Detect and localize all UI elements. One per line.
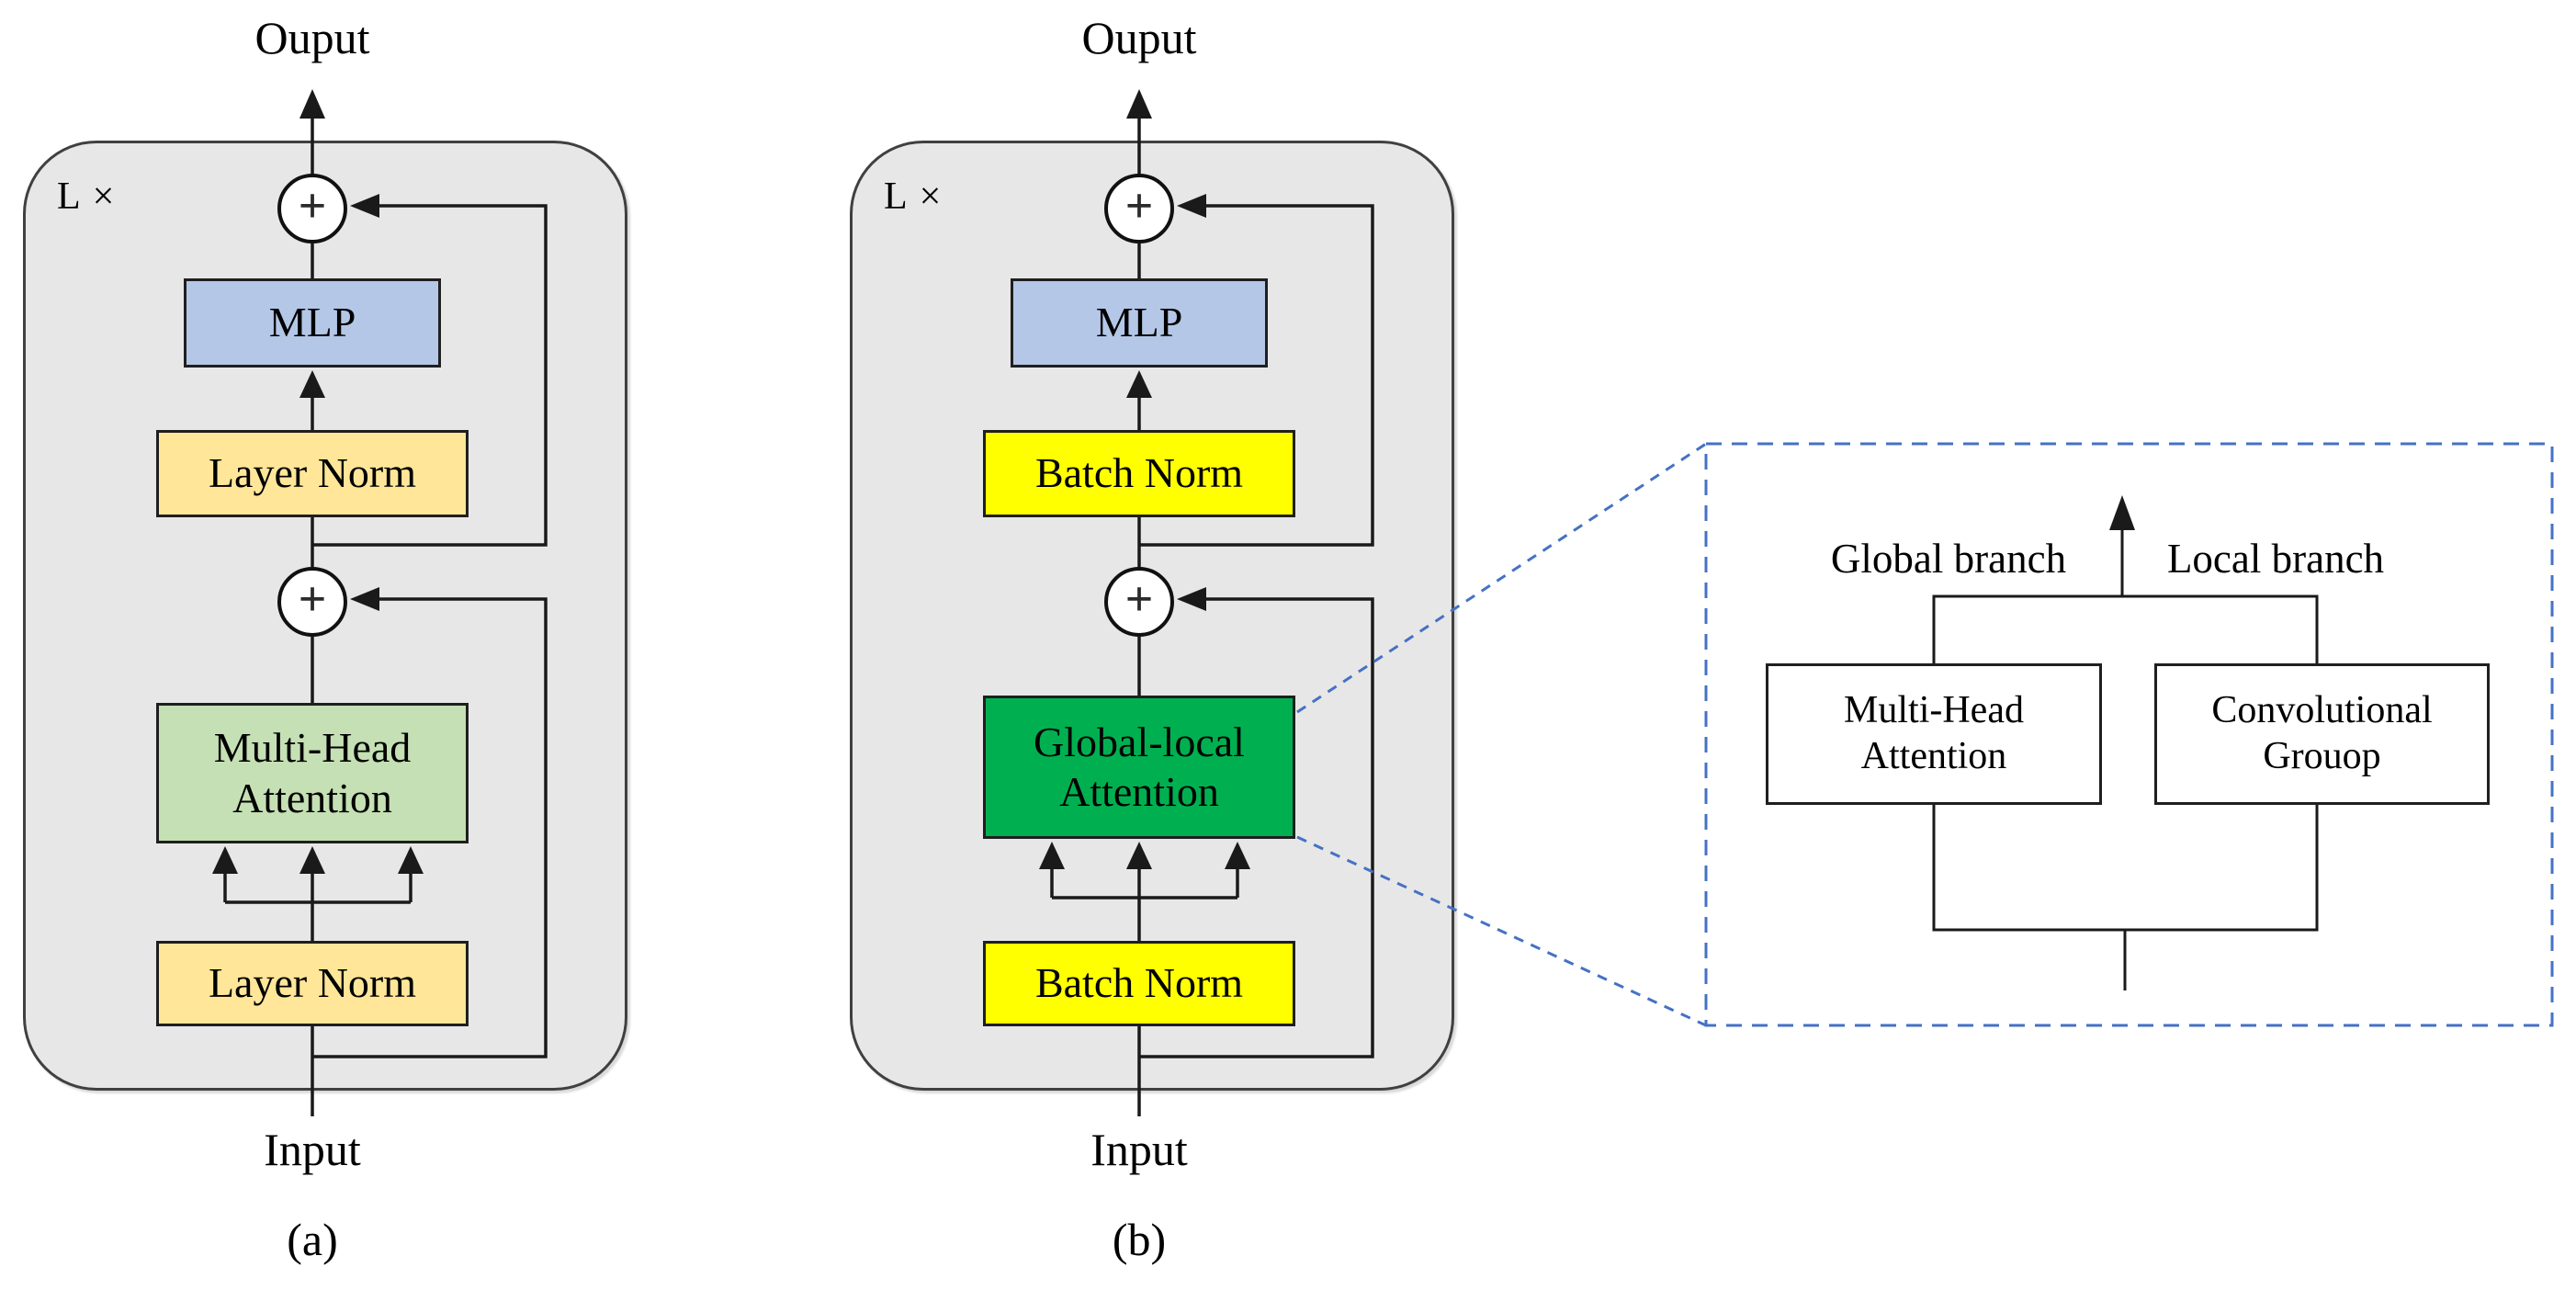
- repeat-count-label-b: L ×: [884, 175, 943, 218]
- residual-lower-b: [1139, 597, 1374, 1058]
- callout-line-bottom: [1296, 835, 1707, 1027]
- arrow-left-add2-a-icon: [350, 587, 379, 611]
- add-node-bottom-a: +: [277, 567, 347, 637]
- panel-caption-b: (b): [1112, 1214, 1167, 1265]
- arrow-left-add1-b-icon: [1177, 194, 1206, 218]
- residual-upper-b: [1139, 204, 1374, 547]
- arrow-up-output-b-icon: [1126, 89, 1152, 119]
- batch-norm-top-block-b: Batch Norm: [983, 430, 1295, 517]
- mlp-block-a: MLP: [184, 278, 441, 368]
- layer-norm-top-block-a: Layer Norm: [156, 430, 469, 517]
- add-node-top-a: +: [277, 174, 347, 243]
- detail-multi-head-attention-box: Multi-Head Attention: [1766, 663, 2102, 805]
- add-node-bottom-b: +: [1104, 567, 1174, 637]
- detail-bottom-connector: [1932, 805, 2319, 932]
- output-label-a: Ouput: [254, 12, 370, 63]
- detail-top-connector: [1932, 594, 2319, 664]
- layer-norm-bottom-block-a: Layer Norm: [156, 941, 469, 1026]
- arrow-up-mlp-b-icon: [1126, 370, 1152, 398]
- qkv-stems-a: [223, 874, 412, 902]
- output-label-b: Ouput: [1081, 12, 1197, 63]
- detail-convolutional-group-box: Convolutional Grouop: [2154, 663, 2490, 805]
- batch-norm-bottom-block-b: Batch Norm: [983, 941, 1295, 1026]
- arrow-up-mlp-a-icon: [299, 370, 325, 398]
- panel-caption-a: (a): [287, 1214, 338, 1265]
- arrow-up-q-b-icon: [1039, 842, 1065, 869]
- arrow-up-detail-icon: [2109, 495, 2135, 530]
- mlp-block-b: MLP: [1011, 278, 1268, 368]
- arrow-up-q-a-icon: [212, 846, 238, 874]
- multi-head-attention-block-a: Multi-Head Attention: [156, 703, 469, 843]
- global-branch-label: Global branch: [1830, 536, 2067, 582]
- global-local-attention-block-b: Global-local Attention: [983, 696, 1295, 839]
- input-label-b: Input: [1090, 1124, 1188, 1175]
- arrow-up-k-b-icon: [1126, 842, 1152, 869]
- arrow-left-add1-a-icon: [350, 194, 379, 218]
- arrow-up-v-a-icon: [398, 846, 424, 874]
- qkv-stems-b: [1050, 869, 1239, 898]
- residual-lower-a: [312, 597, 548, 1058]
- arrow-left-add2-b-icon: [1177, 587, 1206, 611]
- add-node-top-b: +: [1104, 174, 1174, 243]
- residual-upper-a: [312, 204, 548, 547]
- arrow-up-k-a-icon: [299, 846, 325, 874]
- detail-dashed-box: [1704, 442, 2554, 1027]
- local-branch-label: Local branch: [2166, 536, 2385, 582]
- callout-line-top: [1296, 442, 1707, 714]
- arrow-up-output-a-icon: [299, 89, 325, 119]
- input-label-a: Input: [264, 1124, 361, 1175]
- arrow-up-v-b-icon: [1225, 842, 1250, 869]
- repeat-count-label-a: L ×: [57, 175, 117, 218]
